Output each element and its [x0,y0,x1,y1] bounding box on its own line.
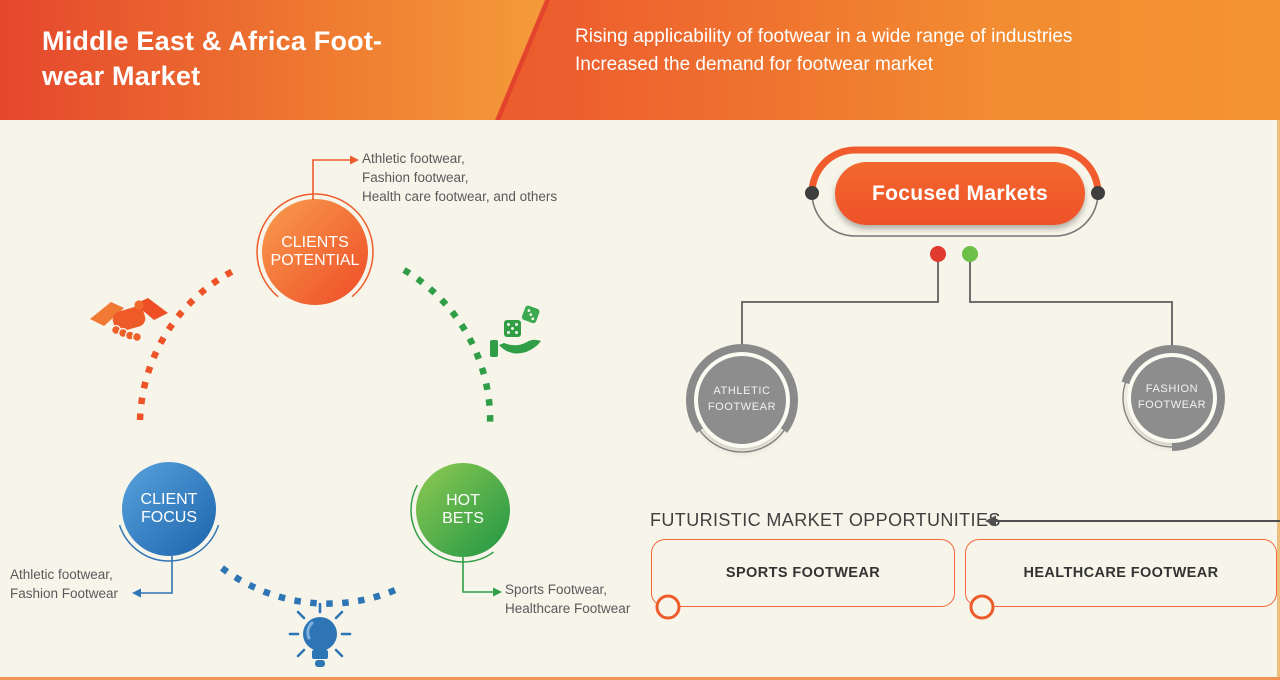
opportunity-box-sports-footwear: SPORTS FOOTWEAR [651,539,955,607]
handshake-icon [90,292,168,355]
page-title: Middle East & Africa Foot- wear Market [42,26,383,91]
hot-bets-label: HOT BETS [442,492,484,527]
focused-markets-label: Focused Markets [871,181,1049,205]
pill-left-dot [805,186,819,200]
cycle-node-clients-potential: CLIENTS POTENTIAL [262,199,368,305]
hand-dice-icon [490,305,548,368]
branch-connector-athletic [741,262,939,347]
clients-potential-annotation: Athletic footwear, Fashion footwear, Hea… [362,151,558,204]
client-focus-callout-line [132,556,173,598]
branch-dot-red [930,246,946,262]
opportunities-title: FUTURISTIC MARKET OPPORTUNITIES [650,510,1001,530]
market-node-fashion-footwear: FASHION FOOTWEAR [1131,357,1213,439]
fashion-footwear-label: FASHION FOOTWEAR [1137,383,1207,411]
bottom-edge-line [0,677,1280,680]
sports-footwear-label: SPORTS FOOTWEAR [725,565,881,581]
pill-right-dot [1091,186,1105,200]
header-gradient-panel [0,0,546,120]
athletic-footwear-label: ATHLETIC FOOTWEAR [707,385,777,413]
branch-connector-fashion [969,262,1173,348]
clients-potential-callout-line [312,155,359,200]
clients-potential-label: CLIENTS POTENTIAL [270,234,360,269]
branch-dot-green [962,246,978,262]
right-edge-line [1277,120,1280,680]
cycle-node-hot-bets: HOT BETS [416,463,510,557]
header-subtitle-line2: Increased the demand for footwear market [575,54,934,75]
cycle-node-client-focus: CLIENT FOCUS [122,462,216,556]
focused-markets-pill: Focused Markets [835,162,1085,225]
client-focus-label: CLIENT FOCUS [140,491,198,526]
hot-bets-callout-line [462,557,502,597]
header-banner: Middle East & Africa Foot- wear Market R… [0,0,1280,120]
client-focus-annotation: Athletic footwear, Fashion Footwear [10,567,119,601]
hot-bets-annotation: Sports Footwear, Healthcare Footwear [505,582,631,616]
healthcare-footwear-label: HEALTHCARE FOOTWEAR [1023,565,1219,581]
header-subtitle-line1: Rising applicability of footwear in a wi… [575,26,1073,47]
lightbulb-icon [286,598,356,680]
market-node-athletic-footwear: ATHLETIC FOOTWEAR [698,356,786,444]
opportunity-box-healthcare-footwear: HEALTHCARE FOOTWEAR [965,539,1277,607]
dotted-arc-green [402,267,494,429]
opportunities-arrow [985,515,1280,527]
